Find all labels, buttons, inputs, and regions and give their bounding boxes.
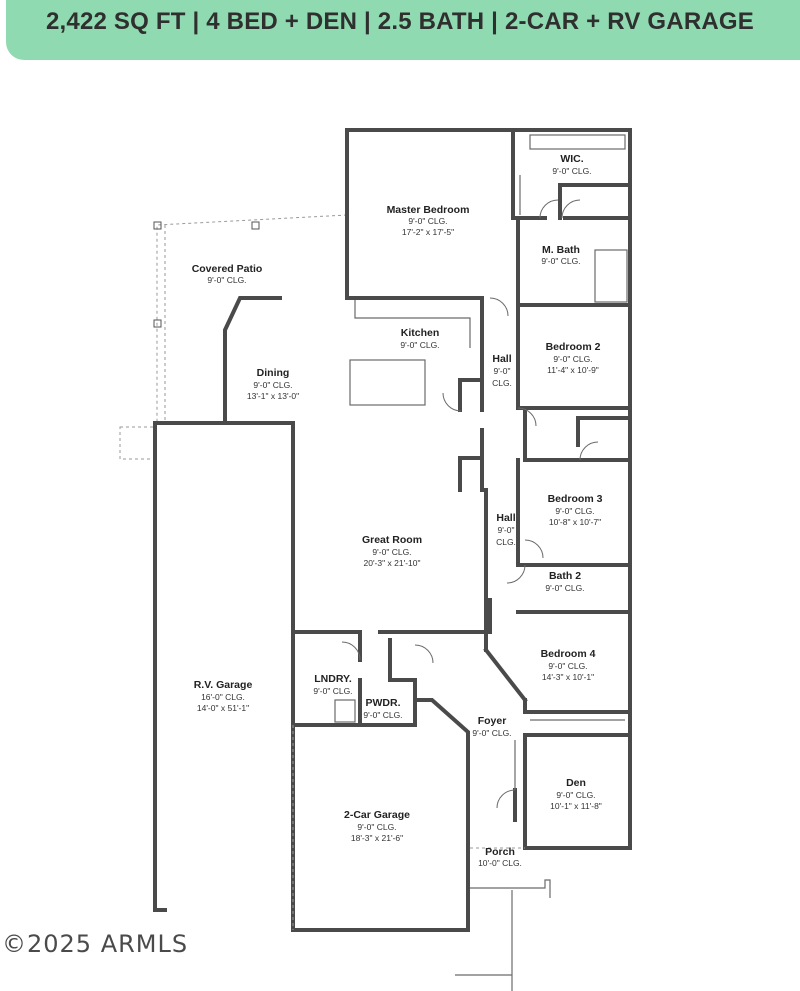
svg-text:16'-0" CLG.: 16'-0" CLG. <box>201 692 245 702</box>
svg-text:9'-0" CLG.: 9'-0" CLG. <box>541 256 580 266</box>
room-label-bedroom-4: Bedroom 4 9'-0" CLG. 14'-3" x 10'-1" <box>541 648 596 682</box>
room-label-kitchen: Kitchen 9'-0" CLG. <box>400 327 439 350</box>
room-label-bath-2: Bath 2 9'-0" CLG. <box>545 570 584 593</box>
svg-text:18'-3" x 21'-6": 18'-3" x 21'-6" <box>351 833 403 843</box>
svg-text:9'-0" CLG.: 9'-0" CLG. <box>400 340 439 350</box>
svg-text:PWDR.: PWDR. <box>366 697 401 709</box>
svg-text:9'-0" CLG.: 9'-0" CLG. <box>363 710 402 720</box>
svg-text:10'-8" x 10'-7": 10'-8" x 10'-7" <box>549 517 601 527</box>
svg-text:Master Bedroom: Master Bedroom <box>387 204 470 216</box>
room-label-bedroom-2: Bedroom 2 9'-0" CLG. 11'-4" x 10'-9" <box>546 341 601 375</box>
svg-text:Den: Den <box>566 777 586 789</box>
svg-text:9'-0" CLG.: 9'-0" CLG. <box>207 275 246 285</box>
room-label-rv-garage: R.V. Garage 16'-0" CLG. 14'-0" x 51'-1" <box>194 679 253 713</box>
svg-text:9'-0" CLG.: 9'-0" CLG. <box>548 661 587 671</box>
header-banner: 2,422 SQ FT | 4 BED + DEN | 2.5 BATH | 2… <box>6 0 800 60</box>
svg-text:Bedroom 4: Bedroom 4 <box>541 648 596 660</box>
svg-text:9'-0" CLG.: 9'-0" CLG. <box>545 583 584 593</box>
bedroom-walls <box>483 306 632 737</box>
svg-text:Bath 2: Bath 2 <box>549 570 581 582</box>
svg-text:20'-3" x 21'-10": 20'-3" x 21'-10" <box>363 558 420 568</box>
svg-text:Foyer: Foyer <box>478 715 507 727</box>
svg-text:9'-0" CLG.: 9'-0" CLG. <box>556 790 595 800</box>
room-label-hall-lower: Hall 9'-0" CLG. <box>496 512 516 547</box>
svg-text:CLG.: CLG. <box>496 537 516 547</box>
room-label-2-car-garage: 2-Car Garage 9'-0" CLG. 18'-3" x 21'-6" <box>344 809 410 843</box>
rv-garage-door <box>153 518 294 930</box>
svg-text:9'-0" CLG.: 9'-0" CLG. <box>408 216 447 226</box>
kitchen-walls <box>349 296 488 652</box>
svg-text:9'-0" CLG.: 9'-0" CLG. <box>357 822 396 832</box>
svg-text:Hall: Hall <box>496 512 515 524</box>
room-label-great-room: Great Room 9'-0" CLG. 20'-3" x 21'-10" <box>362 534 422 568</box>
master-suite-walls <box>480 128 632 320</box>
svg-text:17'-2" x 17'-5": 17'-2" x 17'-5" <box>402 227 454 237</box>
svg-text:9'-0": 9'-0" <box>498 525 515 535</box>
room-label-bedroom-3: Bedroom 3 9'-0" CLG. 10'-8" x 10'-7" <box>548 493 603 527</box>
svg-text:Covered Patio: Covered Patio <box>192 263 263 275</box>
svg-text:Great Room: Great Room <box>362 534 422 546</box>
svg-text:LNDRY.: LNDRY. <box>314 673 352 685</box>
room-label-porch: Porch 10'-0" CLG. <box>478 846 522 868</box>
room-label-den: Den 9'-0" CLG. 10'-1" x 11'-8" <box>550 777 602 811</box>
svg-text:10'-0" CLG.: 10'-0" CLG. <box>478 858 522 868</box>
svg-text:9'-0" CLG.: 9'-0" CLG. <box>372 547 411 557</box>
entry-walls <box>455 740 551 991</box>
room-label-foyer: Foyer 9'-0" CLG. <box>472 715 511 738</box>
svg-text:Bedroom 2: Bedroom 2 <box>546 341 601 353</box>
svg-text:Bedroom 3: Bedroom 3 <box>548 493 603 505</box>
room-label-m-bath: M. Bath 9'-0" CLG. <box>541 244 580 266</box>
svg-text:9'-0" CLG.: 9'-0" CLG. <box>552 166 591 176</box>
svg-text:14'-3" x 10'-1": 14'-3" x 10'-1" <box>542 672 594 682</box>
svg-text:R.V. Garage: R.V. Garage <box>194 679 253 691</box>
svg-text:9'-0" CLG.: 9'-0" CLG. <box>313 686 352 696</box>
svg-text:WIC.: WIC. <box>560 153 583 165</box>
svg-text:9'-0" CLG.: 9'-0" CLG. <box>472 728 511 738</box>
svg-text:13'-1" x 13'-0": 13'-1" x 13'-0" <box>247 391 299 401</box>
room-label-hall-upper: Hall 9'-0" CLG. <box>492 353 512 388</box>
room-label-covered-patio: Covered Patio 9'-0" CLG. <box>192 263 263 285</box>
svg-text:9'-0" CLG.: 9'-0" CLG. <box>253 380 292 390</box>
svg-text:Porch: Porch <box>485 846 515 858</box>
room-labels: WIC. 9'-0" CLG. Master Bedroom 9'-0" CLG… <box>192 153 603 868</box>
svg-text:CLG.: CLG. <box>492 378 512 388</box>
room-label-wic: WIC. 9'-0" CLG. <box>552 153 591 176</box>
svg-text:9'-0" CLG.: 9'-0" CLG. <box>555 506 594 516</box>
room-label-dining: Dining 9'-0" CLG. 13'-1" x 13'-0" <box>247 367 299 401</box>
room-label-laundry: LNDRY. 9'-0" CLG. <box>313 673 352 696</box>
svg-text:Dining: Dining <box>257 367 290 379</box>
svg-text:11'-4" x 10'-9": 11'-4" x 10'-9" <box>547 365 599 375</box>
svg-text:9'-0" CLG.: 9'-0" CLG. <box>553 354 592 364</box>
utility-walls <box>291 630 488 727</box>
room-label-powder: PWDR. 9'-0" CLG. <box>363 697 402 720</box>
svg-text:Kitchen: Kitchen <box>401 327 440 339</box>
svg-text:Hall: Hall <box>492 353 511 365</box>
svg-text:2-Car Garage: 2-Car Garage <box>344 809 410 821</box>
svg-text:9'-0": 9'-0" <box>494 366 511 376</box>
room-label-master-bedroom: Master Bedroom 9'-0" CLG. 17'-2" x 17'-5… <box>387 204 470 237</box>
svg-text:M. Bath: M. Bath <box>542 244 580 256</box>
svg-text:14'-0" x 51'-1": 14'-0" x 51'-1" <box>197 703 249 713</box>
svg-text:10'-1" x 11'-8": 10'-1" x 11'-8" <box>550 801 602 811</box>
copyright-watermark: ©2025 ARMLS <box>2 930 189 958</box>
home-summary: 2,422 SQ FT | 4 BED + DEN | 2.5 BATH | 2… <box>46 8 754 35</box>
